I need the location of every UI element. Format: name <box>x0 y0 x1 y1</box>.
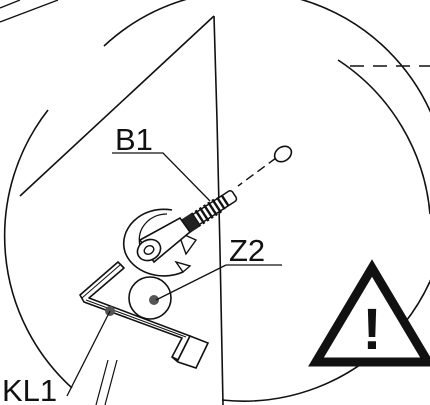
panel-bottom-edges <box>95 359 118 405</box>
frame-corner-lines <box>0 0 59 23</box>
panel-vertical-edge <box>213 15 224 405</box>
label-b1: B1 <box>115 122 153 157</box>
fitting-body <box>136 216 192 264</box>
screw-hole <box>273 145 293 163</box>
warning-triangle-icon: ! <box>308 259 430 367</box>
panel-diagonal-line <box>19 15 215 197</box>
b1-leader-line <box>112 152 211 202</box>
detail-circle <box>3 0 430 402</box>
z2-leader-line <box>155 264 282 301</box>
label-kl1: KL1 <box>2 373 57 405</box>
washer-icon <box>128 276 172 320</box>
detail-circle-right <box>337 59 430 215</box>
kl1-leader-line <box>66 310 111 397</box>
screw-icon <box>180 190 238 234</box>
screw-axis-line <box>237 157 277 187</box>
warning-exclamation: ! <box>362 297 381 362</box>
label-z2: Z2 <box>229 233 265 268</box>
